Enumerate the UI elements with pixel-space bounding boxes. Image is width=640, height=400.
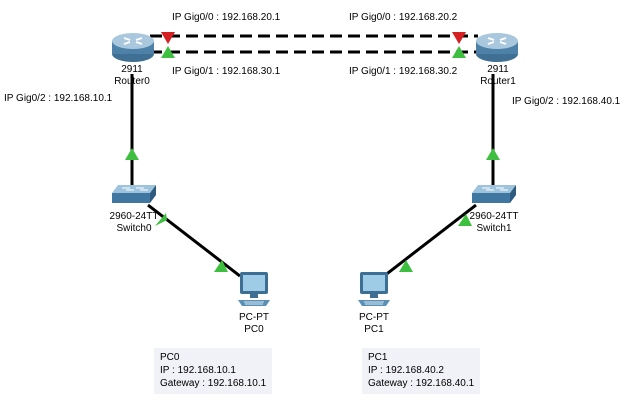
- router1-model: 2911: [487, 64, 509, 75]
- pc1-note-gateway: Gateway : 192.168.40.1: [368, 378, 475, 389]
- switch1-model: 2960-24TT: [469, 211, 519, 222]
- status-up-icon: [399, 260, 413, 272]
- switch0-name: Switch0: [116, 223, 152, 234]
- link-switch1-pc1[interactable]: [383, 203, 477, 278]
- router1-gig01-label: IP Gig0/1 : 192.168.30.2: [349, 66, 458, 77]
- status-up-icon: [214, 260, 228, 272]
- pc1-name: PC1: [364, 324, 384, 335]
- router0-gig01-label: IP Gig0/1 : 192.168.30.1: [172, 66, 281, 77]
- status-up-icon: [125, 148, 139, 160]
- switch0-model: 2960-24TT: [109, 211, 159, 222]
- status-up-icon: [486, 148, 500, 160]
- switch1-device[interactable]: [470, 183, 518, 205]
- pc0-name: PC0: [244, 324, 264, 335]
- pc0-note-ip: IP : 192.168.10.1: [160, 365, 236, 376]
- router0-device[interactable]: [110, 30, 156, 64]
- pc-icon: [238, 272, 270, 306]
- pc-icon: [358, 272, 390, 306]
- router1-device[interactable]: [474, 30, 520, 64]
- status-up-icon: [452, 46, 466, 58]
- router0-gig00-label: IP Gig0/0 : 192.168.20.1: [172, 12, 281, 23]
- router1-gig00-label: IP Gig0/0 : 192.168.20.2: [349, 12, 458, 23]
- router-icon: [476, 33, 518, 62]
- pc1-note[interactable]: PC1 IP : 192.168.40.2 Gateway : 192.168.…: [362, 348, 481, 394]
- router0-model: 2911: [121, 64, 143, 75]
- pc0-note-gateway: Gateway : 192.168.10.1: [160, 378, 267, 389]
- pc1-device[interactable]: [356, 270, 392, 308]
- router0-gig02-label: IP Gig0/2 : 192.168.10.1: [4, 93, 113, 104]
- pc0-note[interactable]: PC0 IP : 192.168.10.1 Gateway : 192.168.…: [154, 348, 273, 394]
- pc0-model: PC-PT: [239, 312, 269, 323]
- pc1-note-title: PC1: [368, 352, 388, 363]
- router1-gig02-label: IP Gig0/2 : 192.168.40.1: [512, 96, 621, 107]
- status-down-icon: [161, 32, 175, 44]
- status-up-icon: [155, 213, 167, 226]
- status-down-icon: [452, 32, 466, 44]
- pc1-note-ip: IP : 192.168.40.2: [368, 365, 444, 376]
- pc0-device[interactable]: [236, 270, 272, 308]
- router-icon: [112, 33, 154, 62]
- switch0-device[interactable]: [110, 183, 158, 205]
- pc1-model: PC-PT: [359, 312, 389, 323]
- router1-name: Router1: [480, 76, 516, 87]
- router0-name: Router0: [114, 76, 150, 87]
- switch-icon: [472, 185, 516, 203]
- switch1-name: Switch1: [476, 223, 512, 234]
- pc0-note-title: PC0: [160, 352, 180, 363]
- status-up-icon: [458, 214, 472, 226]
- switch-icon: [112, 185, 156, 203]
- status-up-icon: [161, 46, 175, 58]
